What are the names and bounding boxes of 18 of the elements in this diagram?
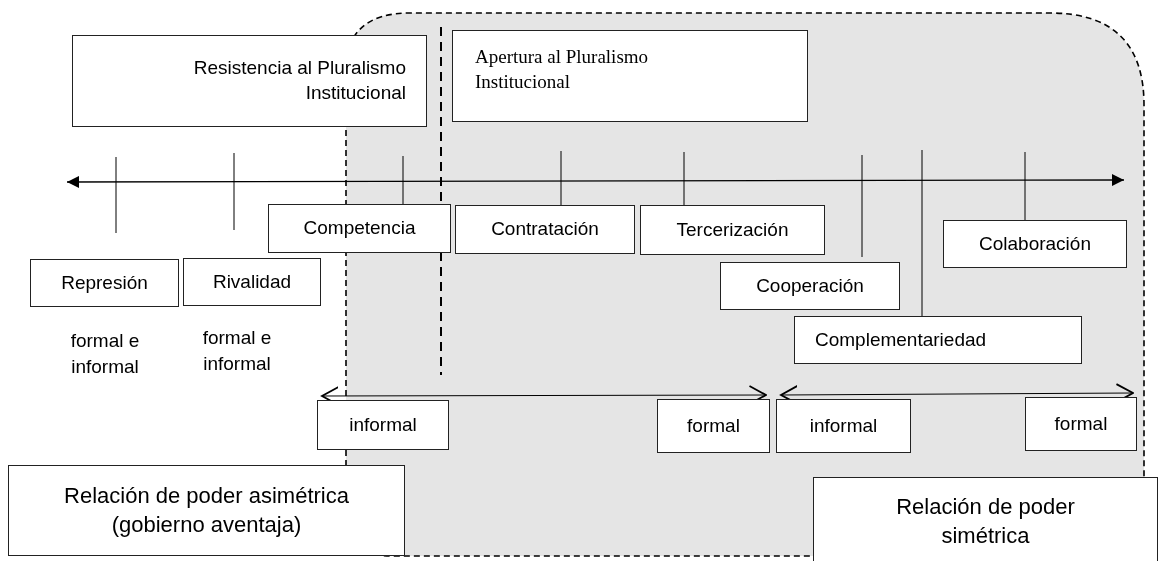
label-box: Rivalidad <box>183 258 321 306</box>
label-box: Competencia <box>268 204 451 253</box>
relation-type-label: formal e informal <box>201 326 273 376</box>
label-box: Relación de poder asimétrica (gobierno aventaja) <box>8 465 405 556</box>
label-box: Complementariedad <box>794 316 1082 364</box>
label-box: Contratación <box>455 205 635 254</box>
label-box: Resistencia al Pluralismo Institucional <box>72 35 427 127</box>
label-box: Cooperación <box>720 262 900 310</box>
label-box: formal <box>657 399 770 453</box>
label-box: Tercerización <box>640 205 825 255</box>
label-box: formal <box>1025 397 1137 451</box>
label-box: Relación de poder simétrica <box>813 477 1158 561</box>
label-box: Apertura al Pluralismo Institucional <box>452 30 808 122</box>
label-box: Represión <box>30 259 179 307</box>
label-box: informal <box>776 399 911 453</box>
label-box: Colaboración <box>943 220 1127 268</box>
label-box: informal <box>317 400 449 450</box>
relation-type-label: formal e informal <box>69 329 141 379</box>
